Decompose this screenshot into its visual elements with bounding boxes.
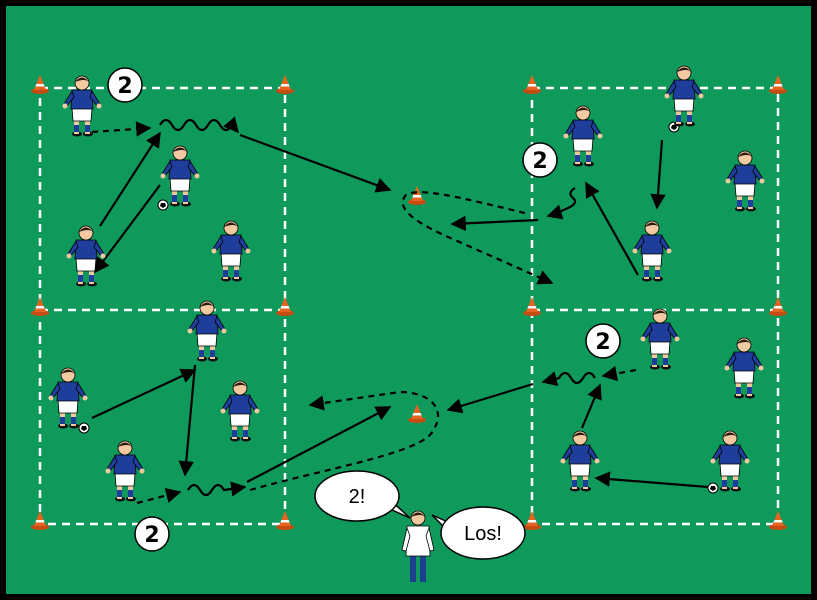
- ball-icon: [707, 482, 719, 494]
- pass-arrow: [446, 382, 534, 414]
- pass-arrow: [91, 368, 197, 419]
- group-number: 2: [144, 523, 159, 548]
- pass-arrow: [94, 184, 161, 274]
- group-number: 2: [532, 149, 547, 174]
- ball-icon: [157, 199, 169, 211]
- run-arrow: [136, 487, 182, 505]
- pass-arrow: [239, 133, 392, 193]
- dribble-arrow: [541, 371, 596, 387]
- dribble-arrow: [546, 187, 577, 220]
- run-arrow: [401, 191, 554, 285]
- group-number: 2: [595, 330, 610, 355]
- coach-icon: [401, 510, 435, 582]
- speech-bubble-left: 2!: [314, 470, 411, 522]
- run-arrow: [91, 121, 152, 137]
- pass-arrow: [585, 181, 639, 276]
- pass-arrow: [178, 364, 197, 477]
- pass-arrow: [650, 139, 666, 210]
- group-number-badge: 2: [134, 516, 170, 552]
- dribble-arrow: [159, 116, 240, 134]
- pass-arrow: [99, 131, 161, 227]
- movement-arrows: [91, 116, 709, 505]
- pass-arrow: [594, 471, 709, 489]
- group-number-badge: 2: [107, 67, 143, 103]
- pass-arrow: [580, 383, 602, 429]
- dribble-arrow: [187, 481, 247, 497]
- group-number: 2: [117, 74, 132, 99]
- pass-arrow: [246, 406, 392, 483]
- group-number-badge: 2: [522, 142, 558, 178]
- group-number-badge: 2: [585, 323, 621, 359]
- speech-bubble-right: Los!: [431, 506, 526, 560]
- ball-icon: [78, 422, 90, 434]
- coach-call-right: Los!: [464, 523, 502, 545]
- coach-call-left: 2!: [349, 486, 366, 508]
- pass-arrow: [450, 215, 539, 232]
- run-arrow: [601, 365, 637, 382]
